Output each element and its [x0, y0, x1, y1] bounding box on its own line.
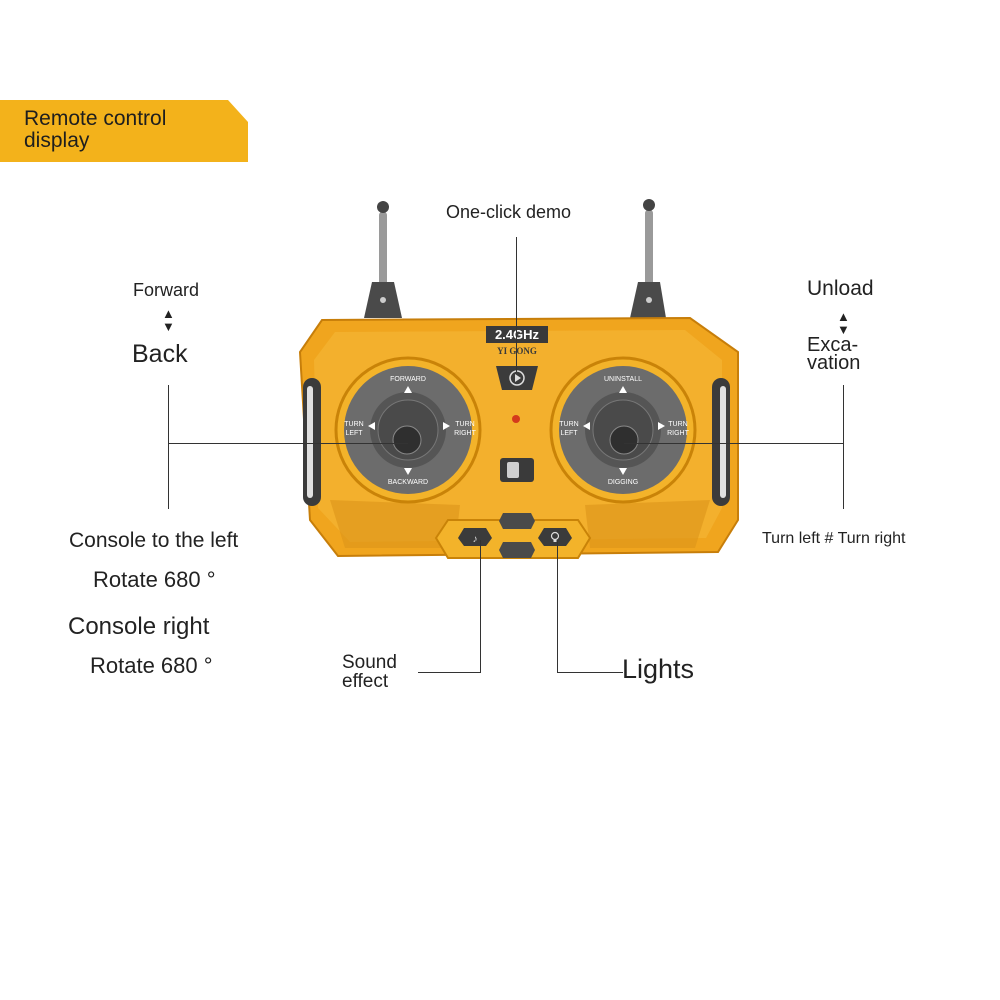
- left-dial-backward: BACKWARD: [388, 479, 428, 486]
- right-dial-uninstall: UNINSTALL: [604, 376, 642, 383]
- callout-line-right-console: [624, 443, 844, 444]
- badge-brand: YI GONG: [497, 346, 537, 356]
- label-console-left: Console to the left: [69, 529, 239, 552]
- up-down-arrow-icon-right: ▲▼: [837, 309, 850, 337]
- callout-line-left-console: [168, 443, 408, 444]
- sound-effect-button[interactable]: ♪: [458, 528, 492, 546]
- sound-icon: ♪: [473, 534, 478, 545]
- up-button[interactable]: [499, 513, 535, 529]
- power-switch[interactable]: [500, 458, 534, 482]
- left-dial-forward: FORWARD: [390, 376, 426, 383]
- callout-line-sound-vertical: [480, 540, 481, 673]
- bottom-button-cluster: ♪: [434, 513, 592, 559]
- callout-line-unload-excavation: [843, 385, 844, 509]
- callout-line-sound-horizontal: [418, 672, 481, 673]
- left-antenna: [364, 201, 402, 318]
- label-rotate-1: Rotate 680 °: [93, 567, 216, 592]
- left-dial: FORWARD BACKWARD TURN LEFT TURN RIGHT: [334, 356, 482, 504]
- right-joystick[interactable]: [609, 425, 639, 455]
- right-dial-turn-right-2: RIGHT: [667, 430, 690, 437]
- right-dial-turn-left-2: LEFT: [560, 430, 578, 437]
- right-dial-turn-right-1: TURN: [668, 421, 687, 428]
- label-lights: Lights: [622, 654, 695, 684]
- label-console-right: Console right: [68, 613, 210, 640]
- lights-button[interactable]: [538, 528, 572, 546]
- label-unload: Unload: [807, 277, 874, 300]
- label-one-click-demo: One-click demo: [446, 202, 572, 222]
- label-sound-1: Sound: [342, 652, 397, 673]
- label-turn-left-right: Turn left # Turn right: [762, 530, 906, 547]
- banner-title: Remote control display: [24, 107, 167, 152]
- left-dial-turn-right-1: TURN: [455, 421, 474, 428]
- play-icon: [509, 370, 525, 386]
- power-led: [512, 415, 520, 423]
- left-dial-turn-left-2: LEFT: [345, 430, 363, 437]
- right-dial-turn-left-1: TURN: [559, 421, 578, 428]
- left-dial-turn-left-1: TURN: [344, 421, 363, 428]
- demo-button[interactable]: [496, 366, 538, 390]
- badge-frequency: 2.4GHz: [495, 327, 540, 342]
- frequency-badge: 2.4GHz YI GONG: [486, 326, 548, 356]
- callout-line-forward-back: [168, 385, 169, 509]
- label-back: Back: [132, 340, 188, 368]
- right-antenna: [630, 199, 666, 318]
- label-forward: Forward: [133, 280, 200, 300]
- label-excavation-2: vation: [807, 352, 861, 374]
- right-dial-digging: DIGGING: [608, 479, 638, 486]
- down-button[interactable]: [499, 542, 535, 558]
- section-banner: Remote control display: [0, 100, 248, 162]
- callout-line-lights-horizontal: [557, 672, 623, 673]
- label-sound-2: effect: [342, 671, 389, 692]
- label-rotate-2: Rotate 680 °: [90, 653, 213, 678]
- left-joystick[interactable]: [392, 425, 422, 455]
- right-dial: UNINSTALL DIGGING TURN LEFT TURN RIGHT: [549, 356, 697, 504]
- callout-line-lights-vertical: [557, 540, 558, 673]
- up-down-arrow-icon: ▲▼: [162, 306, 175, 334]
- label-excavation-1: Exca-: [807, 334, 859, 356]
- callout-line-demo: [516, 237, 517, 372]
- left-dial-turn-right-2: RIGHT: [454, 430, 477, 437]
